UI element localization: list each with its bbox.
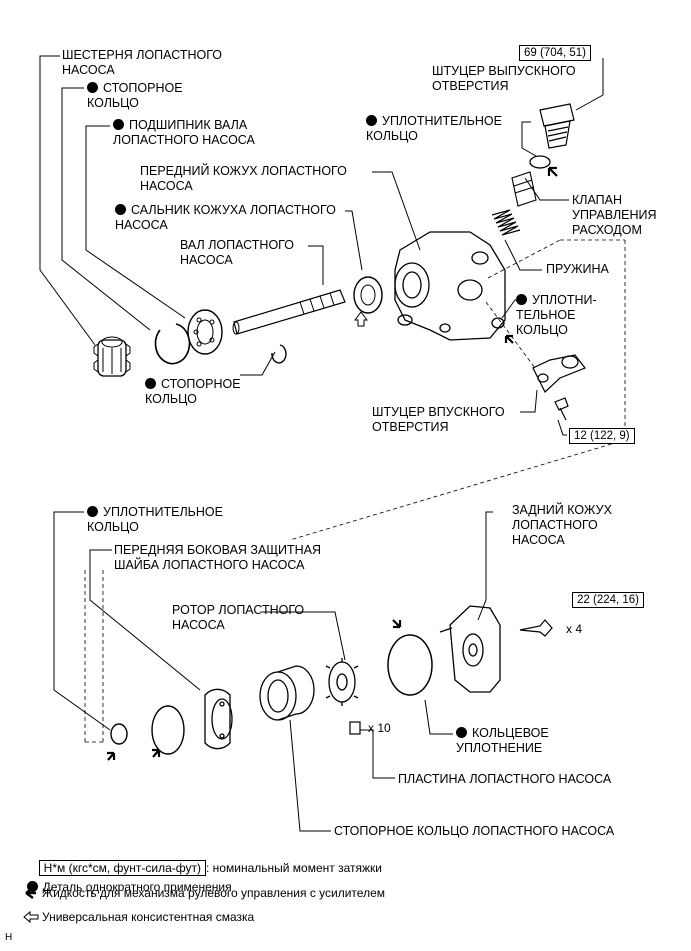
legend-torque: Н*м (кгс*см, фунт-сила-фут): номинальный… bbox=[32, 846, 382, 876]
label-flow-valve: КЛАПАН УПРАВЛЕНИЯ РАСХОДОМ bbox=[572, 193, 657, 237]
label-spring: ПРУЖИНА bbox=[546, 262, 609, 276]
dashed-axis-lines bbox=[84, 239, 626, 743]
label-rear-housing: ЗАДНИЙ КОЖУХ ЛОПАСТНОГО НАСОСА bbox=[512, 503, 612, 547]
label-shaft-bearing: ПОДШИПНИК ВАЛА ЛОПАСТНОГО НАСОСА bbox=[113, 118, 255, 147]
side-plate-gasket bbox=[151, 705, 185, 755]
label-pump-rotor: РОТОР ЛОПАСТНОГО НАСОСА bbox=[172, 603, 305, 632]
front-side-plate bbox=[204, 688, 233, 750]
non-reusable-dot-icon bbox=[516, 294, 527, 305]
label-front-side-plate: ПЕРЕДНЯЯ БОКОВАЯ ЗАЩИТНАЯ ШАЙБА ЛОПАСТНО… bbox=[114, 543, 322, 572]
torque-suction: 12 (122, 9) bbox=[569, 428, 635, 444]
label-front-housing: ПЕРЕДНИЙ КОЖУХ ЛОПАСТНОГО НАСОСА bbox=[140, 164, 347, 193]
non-reusable-dot-icon bbox=[113, 119, 124, 130]
fluid-arrow bbox=[107, 751, 116, 761]
label-ring-seal: КОЛЬЦЕВОЕ УПЛОТНЕНИЕ bbox=[456, 726, 549, 755]
vane-count: x 10 bbox=[368, 721, 391, 735]
o-ring-union bbox=[529, 155, 551, 169]
label-o-ring-union: УПЛОТНИТЕЛЬНОЕ КОЛЬЦО bbox=[366, 114, 502, 143]
suction-union bbox=[532, 354, 586, 393]
flow-control-valve bbox=[511, 171, 537, 207]
label-o-ring-lower: УПЛОТНИТЕЛЬНОЕ КОЛЬЦО bbox=[87, 505, 223, 534]
label-pump-gear: ШЕСТЕРНЯ ЛОПАСТНОГО НАСОСА bbox=[62, 48, 223, 77]
snap-ring-top bbox=[154, 323, 191, 365]
label-cam-ring: СТОПОРНОЕ КОЛЬЦО ЛОПАСТНОГО НАСОСА bbox=[334, 824, 615, 838]
legend-grease-arrow bbox=[23, 910, 39, 924]
non-reusable-dot-icon bbox=[87, 506, 98, 517]
fluid-arrow bbox=[547, 166, 558, 177]
label-suction-union: ШТУЦЕР ВПУСКНОГО ОТВЕРСТИЯ bbox=[372, 405, 505, 434]
legend-torque-unit: Н*м (кгс*см, фунт-сила-фут) bbox=[38, 860, 207, 876]
pump-shaft bbox=[232, 289, 346, 335]
legend-grease: Универсальная консистентная смазка bbox=[42, 910, 255, 924]
discharge-union bbox=[539, 103, 575, 149]
grease-arrow bbox=[354, 311, 368, 327]
label-discharge-union: ШТУЦЕР ВЫПУСКНОГО ОТВЕРСТИЯ bbox=[432, 64, 576, 93]
leader-lines bbox=[39, 55, 604, 436]
o-ring-suction bbox=[491, 317, 505, 329]
fluid-arrow bbox=[152, 748, 161, 758]
non-reusable-dot-icon bbox=[87, 82, 98, 93]
label-o-ring-suction: УПЛОТНИ- ТЕЛЬНОЕ КОЛЬЦО bbox=[516, 293, 597, 337]
rear-bolt bbox=[519, 619, 553, 637]
label-pump-shaft: ВАЛ ЛОПАСТНОГО НАСОСА bbox=[180, 238, 294, 267]
housing-oil-seal bbox=[353, 276, 383, 314]
non-reusable-dot-icon bbox=[366, 115, 377, 126]
fluid-arrow bbox=[392, 619, 402, 629]
torque-rear-bolt: 22 (224, 16) bbox=[572, 592, 645, 608]
non-reusable-dot-icon bbox=[115, 204, 126, 215]
non-reusable-dot-icon bbox=[456, 727, 467, 738]
cam-ring bbox=[259, 665, 315, 721]
rear-housing bbox=[439, 605, 501, 693]
o-ring-lower bbox=[110, 723, 128, 745]
bolt-count: x 4 bbox=[566, 622, 583, 636]
pump-gear bbox=[93, 336, 131, 377]
legend-non-reusable: Деталь однократного применения bbox=[20, 865, 232, 895]
non-reusable-dot-icon bbox=[26, 881, 38, 892]
vane-plate bbox=[349, 721, 361, 735]
ring-seal bbox=[387, 634, 433, 696]
front-housing bbox=[394, 231, 506, 341]
non-reusable-dot-icon bbox=[145, 378, 156, 389]
label-oil-seal: САЛЬНИК КОЖУХА ЛОПАСТНОГО НАСОСА bbox=[115, 203, 336, 232]
pump-rotor bbox=[325, 658, 359, 706]
shaft-bearing bbox=[187, 309, 223, 355]
label-vane-plate: ПЛАСТИНА ЛОПАСТНОГО НАСОСА bbox=[398, 772, 612, 786]
torque-discharge: 69 (704, 51) bbox=[519, 45, 592, 61]
fluid-arrow bbox=[504, 334, 514, 344]
leader-lines-lower bbox=[53, 511, 493, 832]
suction-bolt bbox=[554, 397, 569, 421]
valve-spring bbox=[491, 209, 521, 236]
snap-ring-bottom bbox=[271, 344, 287, 364]
label-snap-ring-bottom: СТОПОРНОЕ КОЛЬЦО bbox=[145, 377, 241, 406]
legend-torque-desc: : номинальный момент затяжки bbox=[206, 861, 382, 875]
legend-fluid: Жидкость для механизма рулевого управлен… bbox=[42, 886, 385, 900]
footer-code: H bbox=[5, 932, 13, 943]
label-snap-ring-top: СТОПОРНОЕ КОЛЬЦО bbox=[87, 81, 183, 110]
